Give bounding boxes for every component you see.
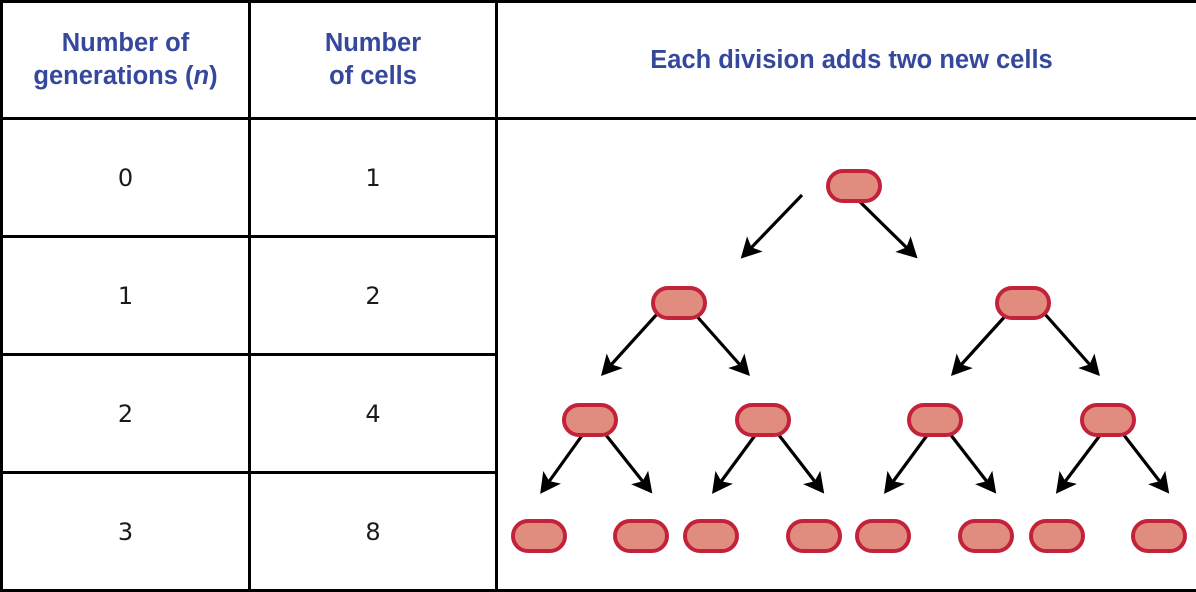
cell-g2-3 (907, 403, 963, 437)
cellcount-value-3: 8 (250, 473, 497, 591)
cell-g3-7 (1029, 519, 1085, 553)
cell-g1-1 (651, 286, 707, 320)
diagram-cell (497, 119, 1196, 591)
cell-g0-1 (826, 169, 882, 203)
cellcount-value-0: 1 (250, 119, 497, 237)
header-each-division: Each division adds two new cells (497, 2, 1196, 119)
cell-g3-5 (855, 519, 911, 553)
cell-g3-2 (613, 519, 669, 553)
cell-g3-8 (1131, 519, 1187, 553)
header-number-of-cells: Number of cells (250, 2, 497, 119)
cellcount-value-2: 4 (250, 355, 497, 473)
cell-g3-6 (958, 519, 1014, 553)
generation-value-0: 0 (2, 119, 250, 237)
cellcount-value-1: 2 (250, 237, 497, 355)
cell-g3-4 (786, 519, 842, 553)
cell-division-diagram (498, 123, 1196, 586)
header-generations-prefix: generations ( (33, 62, 193, 90)
cell-g1-2 (995, 286, 1051, 320)
header-number-of-generations: Number of generations (n) (2, 2, 250, 119)
cell-g2-2 (735, 403, 791, 437)
table-row: 0 1 (2, 119, 1196, 237)
cell-g2-1 (562, 403, 618, 437)
cell-g3-1 (511, 519, 567, 553)
generation-value-3: 3 (2, 473, 250, 591)
header-generations-suffix: ) (209, 62, 218, 90)
generation-value-2: 2 (2, 355, 250, 473)
header-cells-line2: of cells (251, 60, 495, 93)
header-generations-line2: generations (n) (3, 60, 248, 93)
cell-g2-4 (1080, 403, 1136, 437)
generation-value-1: 1 (2, 237, 250, 355)
header-generations-line1: Number of (3, 27, 248, 60)
cell-g3-3 (683, 519, 739, 553)
table-header-row: Number of generations (n) Number of cell… (2, 2, 1196, 119)
header-generations-variable: n (194, 62, 210, 90)
header-cells-line1: Number (251, 27, 495, 60)
